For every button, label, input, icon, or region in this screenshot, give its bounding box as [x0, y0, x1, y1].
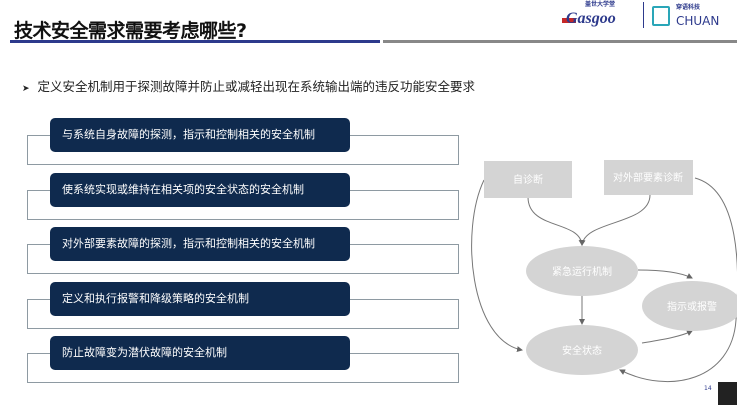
mechanism-item: 定义和执行报警和降级策略的安全机制	[0, 281, 470, 332]
arrow-self-to-emergency	[527, 196, 585, 246]
mechanism-item: 使系统实现或维持在相关项的安全状态的安全机制	[0, 172, 470, 223]
arrow-ext-to-emergency	[579, 194, 651, 246]
chuan-logo-subtext: 穿语科技	[676, 4, 701, 11]
presenter-thumbnail	[718, 382, 737, 405]
title-underline-gray	[383, 40, 737, 43]
mechanism-box: 与系统自身故障的探测，指示和控制相关的安全机制	[50, 118, 350, 152]
arrow-self-to-safe	[471, 179, 523, 352]
mechanism-item: 与系统自身故障的探测，指示和控制相关的安全机制	[0, 118, 470, 168]
mechanism-box: 定义和执行报警和降级策略的安全机制	[50, 281, 350, 316]
mechanism-item: 防止故障变为潜伏故障的安全机制	[0, 336, 470, 386]
mechanism-box: 使系统实现或维持在相关项的安全状态的安全机制	[50, 172, 350, 207]
bullet-point: ➤ 定义安全机制用于探测故障并防止或减轻出现在系统输出端的违反功能安全要求	[22, 76, 475, 95]
logo-divider	[643, 2, 644, 28]
node-external-diagnosis	[604, 160, 693, 195]
chuan-logo-text: CHUAN	[676, 14, 720, 28]
gasgoo-logo-bar-icon	[562, 18, 576, 23]
node-emergency-operation	[526, 246, 638, 296]
slide-title: 技术安全需求需要考虑哪些?	[14, 20, 247, 42]
node-self-diagnosis	[484, 161, 572, 198]
node-self-diagnosis-label: 自诊断	[513, 173, 543, 186]
chuan-logo: 穿语科技 CHUAN	[652, 2, 737, 32]
node-safe-state	[526, 325, 638, 375]
node-warning-label: 指示或报警	[667, 300, 717, 313]
arrow-ext-to-safe	[619, 177, 737, 383]
page-number: 14	[704, 385, 712, 392]
gasgoo-logo-subtext: 盖世大学堂	[585, 1, 616, 8]
bullet-text: 定义安全机制用于探测故障并防止或减轻出现在系统输出端的违反功能安全要求	[37, 79, 476, 94]
arrow-emergency-to-warning	[637, 269, 693, 279]
gasgoo-logo: 盖世大学堂 Gasgoo	[560, 0, 638, 32]
safety-flow-diagram: 自诊断 对外部要素诊断 紧急运行机制 指示或报警 安全状态	[471, 160, 737, 383]
arrow-safe-to-warning	[641, 330, 693, 344]
node-safe-state-label: 安全状态	[562, 344, 602, 357]
chuan-logo-mark-icon	[652, 6, 670, 26]
mechanism-box: 防止故障变为潜伏故障的安全机制	[50, 336, 350, 370]
mechanism-box: 对外部要素故障的探测，指示和控制相关的安全机制	[50, 227, 350, 261]
node-warning	[642, 281, 737, 331]
node-emergency-operation-label: 紧急运行机制	[552, 265, 612, 278]
mechanism-item: 对外部要素故障的探测，指示和控制相关的安全机制	[0, 227, 470, 277]
bullet-arrow-icon: ➤	[22, 84, 30, 94]
node-external-diagnosis-label: 对外部要素诊断	[613, 171, 683, 184]
title-underline	[10, 40, 380, 43]
gasgoo-logo-text: Gasgoo	[566, 10, 616, 27]
